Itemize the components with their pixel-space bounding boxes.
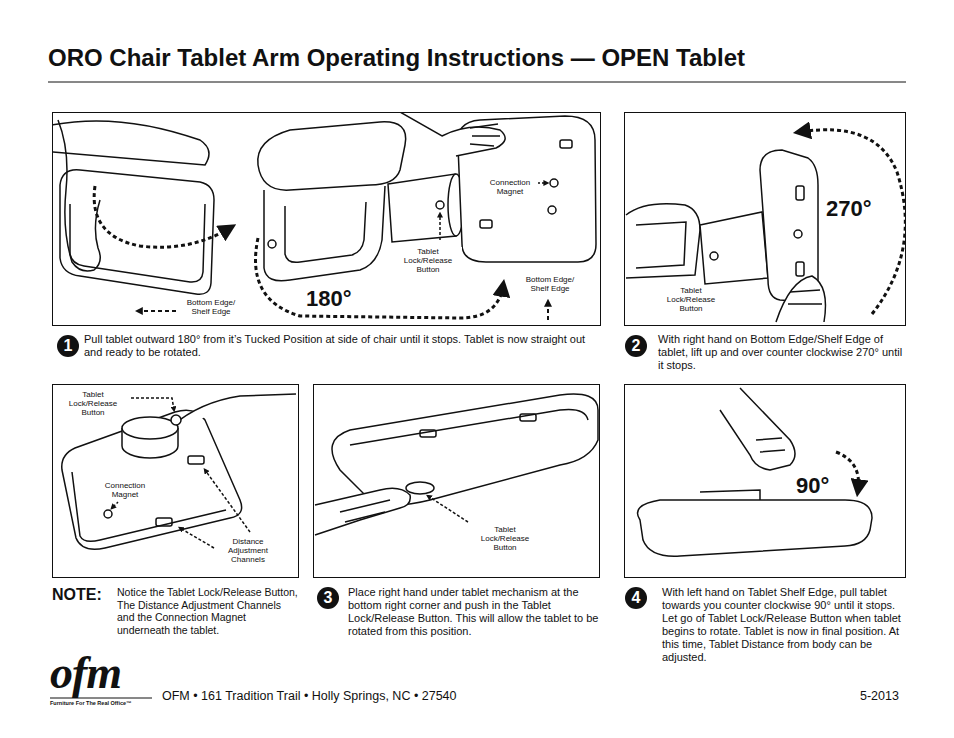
step-number-text: 3 <box>324 589 333 607</box>
step-number-text: 1 <box>64 337 73 355</box>
part-label: Tablet Lock/Release Button <box>470 525 540 552</box>
logo-tagline: Furniture For The Real Office™ <box>50 700 132 707</box>
step2-drawing <box>626 130 905 322</box>
step3-drawing <box>315 394 598 535</box>
step-number-text: 2 <box>632 337 641 355</box>
footer-date: 5-2013 <box>860 689 899 704</box>
step-number: 4 <box>625 587 647 609</box>
part-label: 90° <box>795 474 830 498</box>
note-panel: Tablet Lock/Release ButtonConnection Mag… <box>52 384 299 578</box>
logo-rule <box>50 698 152 699</box>
footer-address: OFM • 161 Tradition Trail • Holly Spring… <box>162 689 457 704</box>
note-heading: NOTE: <box>52 586 102 604</box>
part-label: 270° <box>825 197 873 221</box>
part-label: Connection Magnet <box>95 481 155 499</box>
step-number: 3 <box>317 587 339 609</box>
step-caption: Place right hand under tablet mechanism … <box>348 586 600 638</box>
step-panel: Bottom Edge/ Shelf Edge 180° Tablet Lock/R… <box>52 112 601 326</box>
step-panel: Tablet Lock/Release Button <box>313 384 600 578</box>
page-title: ORO Chair Tablet Arm Operating Instructi… <box>48 44 745 72</box>
step-number: 2 <box>625 335 647 357</box>
step1-drawing <box>53 113 596 320</box>
company-logo: ofm <box>50 650 121 696</box>
part-label: Distance Adjustment Channels <box>217 537 279 564</box>
note-text: Notice the Tablet Lock/Release Button, T… <box>117 586 299 636</box>
note-drawing <box>62 394 296 549</box>
step-number-text: 4 <box>632 589 641 607</box>
part-label: 180° <box>305 287 353 311</box>
title-rule <box>48 82 906 83</box>
step4-drawing <box>638 388 873 556</box>
part-label: Bottom Edge/ Shelf Edge <box>515 275 585 293</box>
part-label: Tablet Lock/Release Button <box>57 390 129 417</box>
step-caption: Pull tablet outward 180° from it’s Tucke… <box>84 333 589 359</box>
part-label: Connection Magnet <box>482 178 538 196</box>
step-number: 1 <box>57 335 79 357</box>
part-label: Tablet Lock/Release Button <box>657 286 725 313</box>
part-label: Tablet Lock/Release Button <box>394 247 462 274</box>
step-panel: 270° Tablet Lock/Release Button <box>624 112 906 326</box>
part-label: Bottom Edge/ Shelf Edge <box>177 298 245 316</box>
step-panel: 90° <box>624 384 906 578</box>
step-caption: With right hand on Bottom Edge/Shelf Edg… <box>658 333 910 372</box>
step-caption: With left hand on Tablet Shelf Edge, pul… <box>662 586 910 664</box>
